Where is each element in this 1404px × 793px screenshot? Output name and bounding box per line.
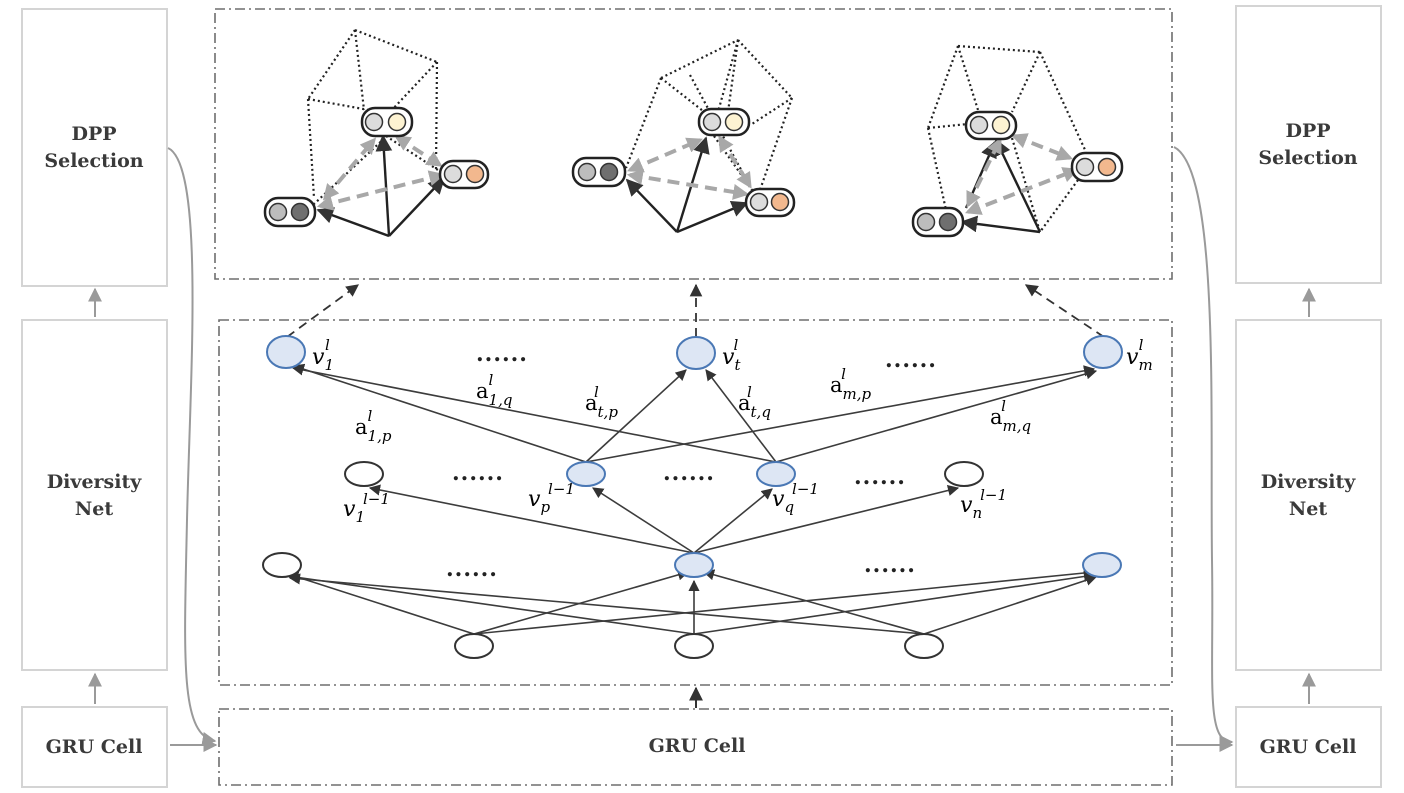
poly2-node-top <box>697 107 751 137</box>
input-node-center <box>674 633 714 659</box>
v1-to-dpp-dashed-arrow <box>286 284 360 338</box>
hidden-node-center <box>674 552 714 578</box>
ellipsis-group: ...... ...... ...... ...... ...... .....… <box>446 341 937 582</box>
node-vn-l-1 <box>944 461 984 487</box>
polytope-3 <box>911 44 1124 238</box>
diversity-panel <box>218 319 1173 686</box>
right-diversity-box <box>1235 319 1382 671</box>
poly3-node-right <box>1070 151 1124 183</box>
left-diversity-label-line2: Net <box>75 498 113 520</box>
node-v1-l-1 <box>344 461 384 487</box>
hidden-node-left <box>262 552 302 578</box>
node-vm-l <box>1083 335 1123 369</box>
label-v1-l-1: v1l−1 <box>343 490 390 526</box>
poly2-node-right <box>744 187 796 218</box>
ellipsis-mid-1: ...... <box>452 460 504 486</box>
vm-to-dpp-dashed-arrow <box>1024 284 1105 338</box>
center-gru-label: GRU Cell <box>649 735 746 757</box>
left-diversity-box <box>21 319 168 671</box>
network-edges <box>286 363 1098 635</box>
node-v1-l <box>266 335 306 369</box>
left-dpp-label-line1: DPP <box>71 123 116 145</box>
left-dpp-to-center-gru-curve <box>167 147 217 746</box>
left-dpp-box <box>21 8 168 287</box>
label-a-mp: am,pl <box>830 365 872 403</box>
right-dpp-label-line2: Selection <box>1258 147 1357 169</box>
node-vp-l-1 <box>566 461 606 487</box>
label-vq-l-1: vql−1 <box>772 480 819 516</box>
label-a-1q: a1,ql <box>476 371 512 409</box>
center-gru-box <box>218 708 1173 786</box>
input-node-right <box>904 633 944 659</box>
label-vn-l-1: vnl−1 <box>960 486 1007 522</box>
poly1-node-left <box>263 196 317 228</box>
ellipsis-mid-3: ...... <box>854 464 906 490</box>
label-vt-l: vtl <box>722 336 741 374</box>
input-node-left <box>454 633 494 659</box>
label-a-tq: at,ql <box>738 383 771 421</box>
polytope-2 <box>571 39 796 234</box>
right-column: DPP Selection Diversity Net GRU Cell <box>1235 5 1382 788</box>
right-diversity-label-line1: Diversity <box>1261 471 1357 493</box>
hidden-node-right <box>1082 552 1122 578</box>
right-gru-box <box>1235 706 1382 788</box>
label-a-mq: am,ql <box>990 397 1031 435</box>
dpp-panel <box>214 8 1173 280</box>
left-gru-label: GRU Cell <box>46 736 143 758</box>
left-dpp-label-line2: Selection <box>44 150 143 172</box>
polytope-1 <box>263 28 490 238</box>
ellipsis-mid-2: ...... <box>663 460 715 486</box>
label-a-1p: a1,pl <box>355 407 392 445</box>
poly2-node-left <box>571 156 627 188</box>
ellipsis-top-right: ...... <box>885 347 937 373</box>
ellipsis-top-left: ...... <box>476 341 528 367</box>
right-diversity-label-line2: Net <box>1289 498 1327 520</box>
right-dpp-label-line1: DPP <box>1285 120 1330 142</box>
network-nodes <box>262 335 1123 659</box>
ellipsis-low-right: ...... <box>864 552 916 578</box>
label-vp-l-1: vpl−1 <box>528 480 575 516</box>
poly3-node-top <box>964 110 1018 141</box>
left-column: DPP Selection Diversity Net GRU Cell <box>21 8 168 788</box>
node-vt-l <box>676 336 716 370</box>
ellipsis-low-left: ...... <box>446 556 498 582</box>
edge-labels: a1,pl a1,ql at,pl at,ql am,pl am,ql <box>355 365 1031 445</box>
center-dpp-to-right-gru-curve <box>1173 146 1234 749</box>
right-gru-label: GRU Cell <box>1260 736 1357 758</box>
right-dpp-box <box>1235 5 1382 284</box>
node-vq-l-1 <box>756 461 796 487</box>
left-gru-box <box>21 706 168 788</box>
poly3-node-left <box>911 206 965 238</box>
label-v1-l: v1l <box>312 336 334 374</box>
poly1-node-top <box>360 106 414 138</box>
left-diversity-label-line1: Diversity <box>47 471 143 493</box>
poly1-node-right <box>438 159 490 190</box>
label-vm-l: vml <box>1126 336 1153 374</box>
label-a-tp: at,pl <box>585 383 618 421</box>
node-labels: v1l vtl vml v1l−1 vpl−1 vql−1 vnl−1 <box>312 336 1153 526</box>
